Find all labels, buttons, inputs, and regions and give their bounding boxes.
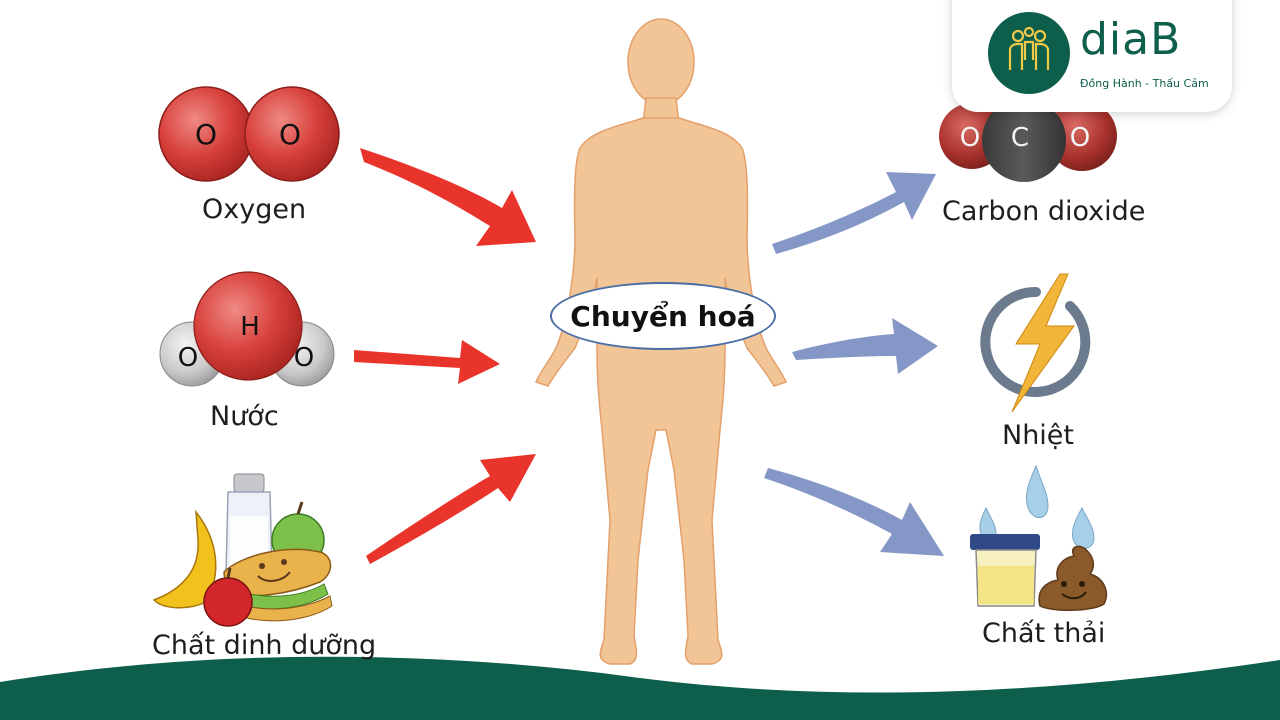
waste-icon xyxy=(970,464,1108,612)
water-atom-label: O xyxy=(294,343,314,373)
input-arrow-nutrients xyxy=(366,454,536,564)
brand-name: diaB xyxy=(1080,14,1182,65)
center-process-label: Chuyển hoá xyxy=(570,299,756,333)
co2-atom-label: O xyxy=(1070,123,1090,153)
input-label-water: Nước xyxy=(210,401,279,432)
carbon-dioxide-molecule-icon: O C O xyxy=(939,98,1117,182)
center-process-oval: Chuyển hoá xyxy=(550,282,776,350)
oxygen-atom-label: O xyxy=(195,118,217,151)
water-molecule-icon: H O O xyxy=(159,271,335,387)
output-arrow-heat xyxy=(792,318,938,374)
food-icon xyxy=(152,473,333,627)
input-label-oxygen: Oxygen xyxy=(202,194,307,225)
output-arrow-waste xyxy=(764,468,944,556)
input-label-nutrients: Chất dinh dưỡng xyxy=(152,630,377,661)
input-arrow-oxygen xyxy=(360,148,536,246)
oxygen-molecule-icon: O O xyxy=(158,86,340,182)
co2-atom-label: O xyxy=(960,123,980,153)
brand-tagline: Đồng Hành - Thấu Cảm xyxy=(1080,77,1209,90)
output-label-co2: Carbon dioxide xyxy=(942,196,1146,227)
brand-logo-icon xyxy=(988,12,1070,94)
footer-wave xyxy=(0,656,1280,720)
water-atom-label: H xyxy=(240,312,260,342)
output-label-heat: Nhiệt xyxy=(1002,420,1075,451)
co2-atom-label: C xyxy=(1011,123,1029,153)
output-label-waste: Chất thải xyxy=(982,618,1106,649)
brand-card: diaB Đồng Hành - Thấu Cảm xyxy=(952,0,1232,112)
input-arrow-water xyxy=(354,340,500,384)
energy-bolt-icon xyxy=(980,273,1091,413)
water-atom-label: O xyxy=(178,343,198,373)
human-body-figure xyxy=(535,18,787,665)
output-arrow-co2 xyxy=(772,172,936,254)
oxygen-atom-label: O xyxy=(279,118,301,151)
